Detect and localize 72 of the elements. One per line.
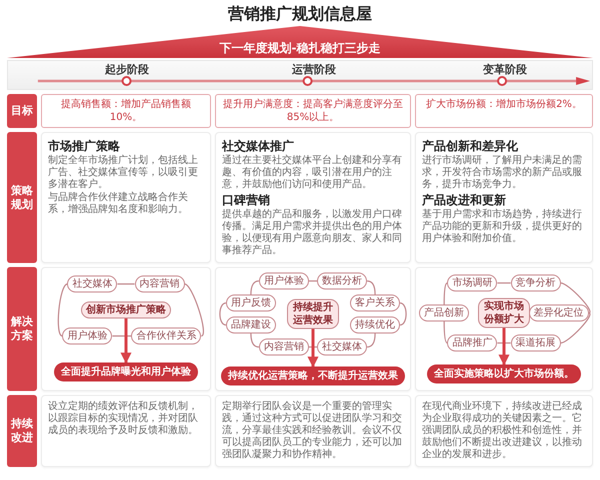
- topic-pill: 社交媒体: [67, 276, 118, 292]
- topic-pill: 用户体验: [62, 328, 112, 344]
- arrow: [120, 318, 132, 364]
- connector-line: [560, 312, 590, 344]
- connector-line: [497, 282, 511, 284]
- solution-panel: [215, 267, 411, 391]
- card-heading: 口碑营销: [222, 193, 271, 208]
- connector-line: [560, 282, 590, 314]
- note-card: 设立定期的绩效评估和反馈机制，以跟踪目标的实现情况，并对团队成员的表现给予及时反馈和激励。: [41, 395, 211, 467]
- connector-line: [250, 333, 259, 348]
- result-pill: 全面提升品牌曝光和用户体验: [54, 362, 198, 382]
- goal-card: 扩大市场份额：增加市场份额2%。: [415, 94, 593, 128]
- topic-pill: 内容营销: [258, 338, 309, 356]
- connector-line: [58, 283, 68, 337]
- topic-pill: 竞争分析: [510, 274, 561, 292]
- row-header: 目标: [7, 94, 37, 128]
- topic-pill: 用户体验: [258, 272, 309, 290]
- connector-line: [444, 282, 448, 304]
- stage-label: 变革阶段: [483, 63, 527, 77]
- diagram-title: 营销推广规划信息屋: [227, 4, 373, 24]
- topic-pill: 产品创新: [419, 304, 470, 322]
- result-pill: 全面实施策略以扩大市场份额。: [427, 364, 581, 384]
- solution-panel: [41, 267, 211, 391]
- connector-line: [367, 280, 376, 295]
- topic-pill: 品牌建设: [226, 316, 276, 334]
- connector-line: [112, 335, 132, 337]
- topic-pill: 数据分析: [317, 272, 368, 290]
- topic-pill: 合作伙伴关系: [131, 328, 202, 344]
- card-heading: 社交媒体推广: [222, 139, 295, 154]
- topic-pill: 内容营销: [134, 276, 185, 292]
- topic-pill: 社交媒体: [317, 338, 368, 356]
- topic-pill: 持续优化: [350, 316, 400, 334]
- note-card: 定期举行团队会议是一个重要的管理实践，通过这种方式可以促进团队学习和交流，分享最佳实践和经验教训。会议不仅可以提高团队员工的专业能力，还可以加强团队凝聚力和协作精神。: [215, 395, 411, 467]
- topic-pill: 市场调研: [447, 274, 498, 292]
- topic-pill: 客户关系: [350, 294, 400, 312]
- topic-pill: 实现市场份额扩大: [478, 298, 530, 328]
- card-text: 制定全年市场推广计划，包括线上广告、社交媒体宣传等，以吸引更多潜在客户。: [48, 155, 199, 191]
- connector-line: [184, 283, 204, 336]
- card-text: 基于用户需求和市场趋势，持续进行产品功能的更新和升级，提供更好的用户体验和附加价值。: [422, 209, 583, 245]
- topic-pill: 创新市场推广策略: [81, 302, 171, 318]
- connector-line: [117, 283, 135, 285]
- result-pill: 持续优化运营策略，不断提升运营效果: [221, 366, 405, 386]
- row-header: 解决方案: [7, 267, 37, 391]
- row-header: 持续改进: [7, 395, 37, 467]
- connector-line: [250, 280, 259, 295]
- card-heading: 市场推广策略: [48, 139, 121, 154]
- topic-pill: 品牌推广: [447, 334, 498, 352]
- topic-pill: 差异化定位: [528, 304, 589, 322]
- connector-line: [367, 333, 376, 348]
- card-text: 与品牌合作伙伴建立战略合作关系，增强品牌知名度和影响力。: [48, 192, 189, 216]
- connector-line: [400, 302, 407, 326]
- card-text: 通过在主要社交媒体平台上创建和分享有趣、有价值的内容，吸引潜在用户的注意，并鼓励他们访问和使用产品。: [222, 155, 403, 191]
- topic-pill: 渠道拓展: [510, 334, 561, 352]
- arrow: [308, 329, 318, 368]
- connector-line: [497, 342, 511, 344]
- note-card: 在现代商业环境下，持续改进已经成为企业取得成功的关键因素之一。它强调团队成员的积极性和创造性，并鼓励他们不断提出改进建议，以推动企业的发展和进步。: [415, 395, 593, 467]
- connector-line: [219, 302, 226, 326]
- stage-label: 起步阶段: [105, 63, 149, 77]
- connector-line: [444, 322, 448, 344]
- topic-pill: 持续提升运营效果: [287, 299, 339, 329]
- solution-panel: [415, 267, 593, 391]
- card-heading: 产品创新和差异化: [422, 139, 519, 154]
- goal-card: 提升用户满意度：提高客户满意度评分至85%以上。: [215, 94, 411, 128]
- roof-banner: 下一年度规划-稳扎稳打三步走: [7, 26, 593, 58]
- topic-pill: 用户反馈: [226, 294, 276, 312]
- card-text: 进行市场调研，了解用户未满足的需求，开发符合市场需求的新产品或服务，提升市场竞争力。: [422, 155, 583, 191]
- card-text: 提供卓越的产品和服务，以激发用户口碑传播。满足用户需求并提供出色的用户体验，以便现有用户愿意向朋友、家人和同事推荐产品。: [222, 209, 403, 257]
- row-header: 策略规划: [7, 132, 37, 263]
- arrow: [498, 328, 510, 366]
- goal-card: 提高销售额：增加产品销售额10%。: [41, 94, 211, 128]
- stage-label: 运营阶段: [292, 63, 336, 77]
- card-heading: 产品改进和更新: [422, 193, 507, 208]
